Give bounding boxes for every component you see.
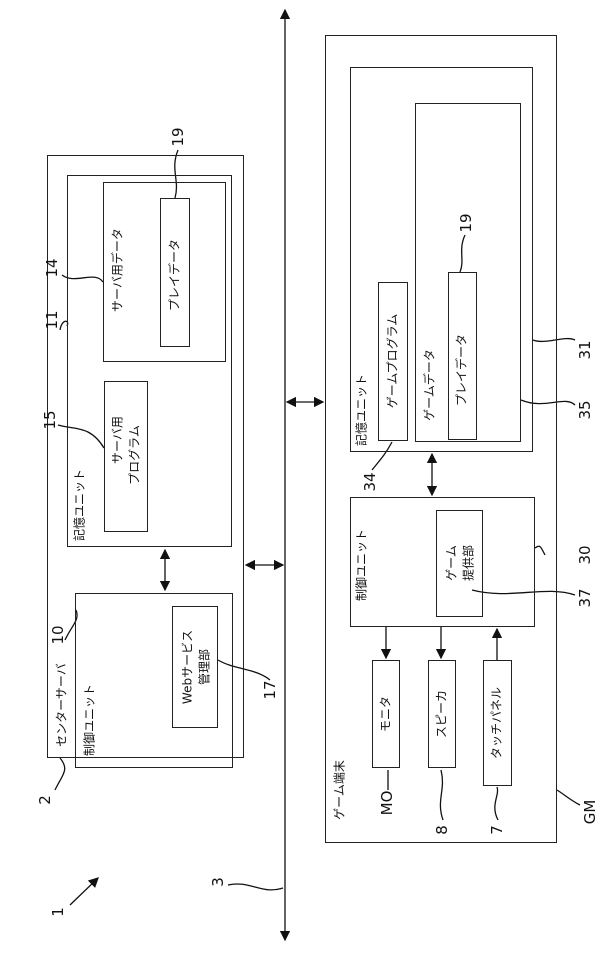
ref-30: 30 — [576, 545, 594, 564]
ref-14: 14 — [43, 258, 61, 277]
server-control-unit-label: 制御ユニット — [83, 684, 98, 756]
terminal-storage-unit-label: 記憶ユニット — [355, 374, 370, 446]
ref-3: 3 — [209, 877, 227, 887]
ref-7: 7 — [488, 825, 506, 835]
speaker-label: スピーカ — [435, 690, 450, 738]
web-service-line1: Webサービス — [181, 630, 196, 704]
ref-19-server: 19 — [169, 127, 187, 146]
game-data-label: ゲームデータ — [423, 349, 438, 421]
game-program-label: ゲームプログラム — [386, 314, 401, 409]
game-terminal-label: ゲーム端末 — [333, 760, 348, 820]
ref-GM: GM — [581, 800, 599, 825]
ref-2: 2 — [36, 795, 54, 805]
ref-37: 37 — [576, 588, 594, 607]
ref-17: 17 — [261, 680, 279, 699]
ref-34: 34 — [361, 472, 379, 491]
monitor-label: モニタ — [379, 696, 394, 732]
game-provider-line2: 提供部 — [462, 545, 477, 581]
center-server-label: センターサーバ — [55, 663, 70, 747]
ref-MO: MO — [378, 791, 396, 816]
terminal-play-data-label: プレイデータ — [455, 334, 470, 406]
ref-1: 1 — [49, 907, 67, 917]
server-storage-unit-label: 記憶ユニット — [73, 469, 88, 541]
ref-19-terminal: 19 — [457, 213, 475, 232]
ref-35: 35 — [576, 400, 594, 419]
server-play-data-label: プレイデータ — [168, 239, 183, 311]
terminal-control-unit-label: 制御ユニット — [355, 529, 370, 601]
ref-11: 11 — [43, 310, 61, 329]
web-service-line2: 管理部 — [198, 649, 213, 685]
server-data-label: サーバ用データ — [111, 228, 126, 312]
ref-15: 15 — [41, 410, 59, 429]
server-program-line1: サーバ用 — [111, 416, 126, 464]
ref-8: 8 — [433, 825, 451, 835]
ref-31: 31 — [576, 340, 594, 359]
game-provider-line1: ゲーム — [445, 545, 460, 581]
ref-10: 10 — [49, 625, 67, 644]
touch-panel-label: タッチパネル — [490, 687, 505, 759]
server-program-line2: プログラム — [128, 425, 143, 485]
